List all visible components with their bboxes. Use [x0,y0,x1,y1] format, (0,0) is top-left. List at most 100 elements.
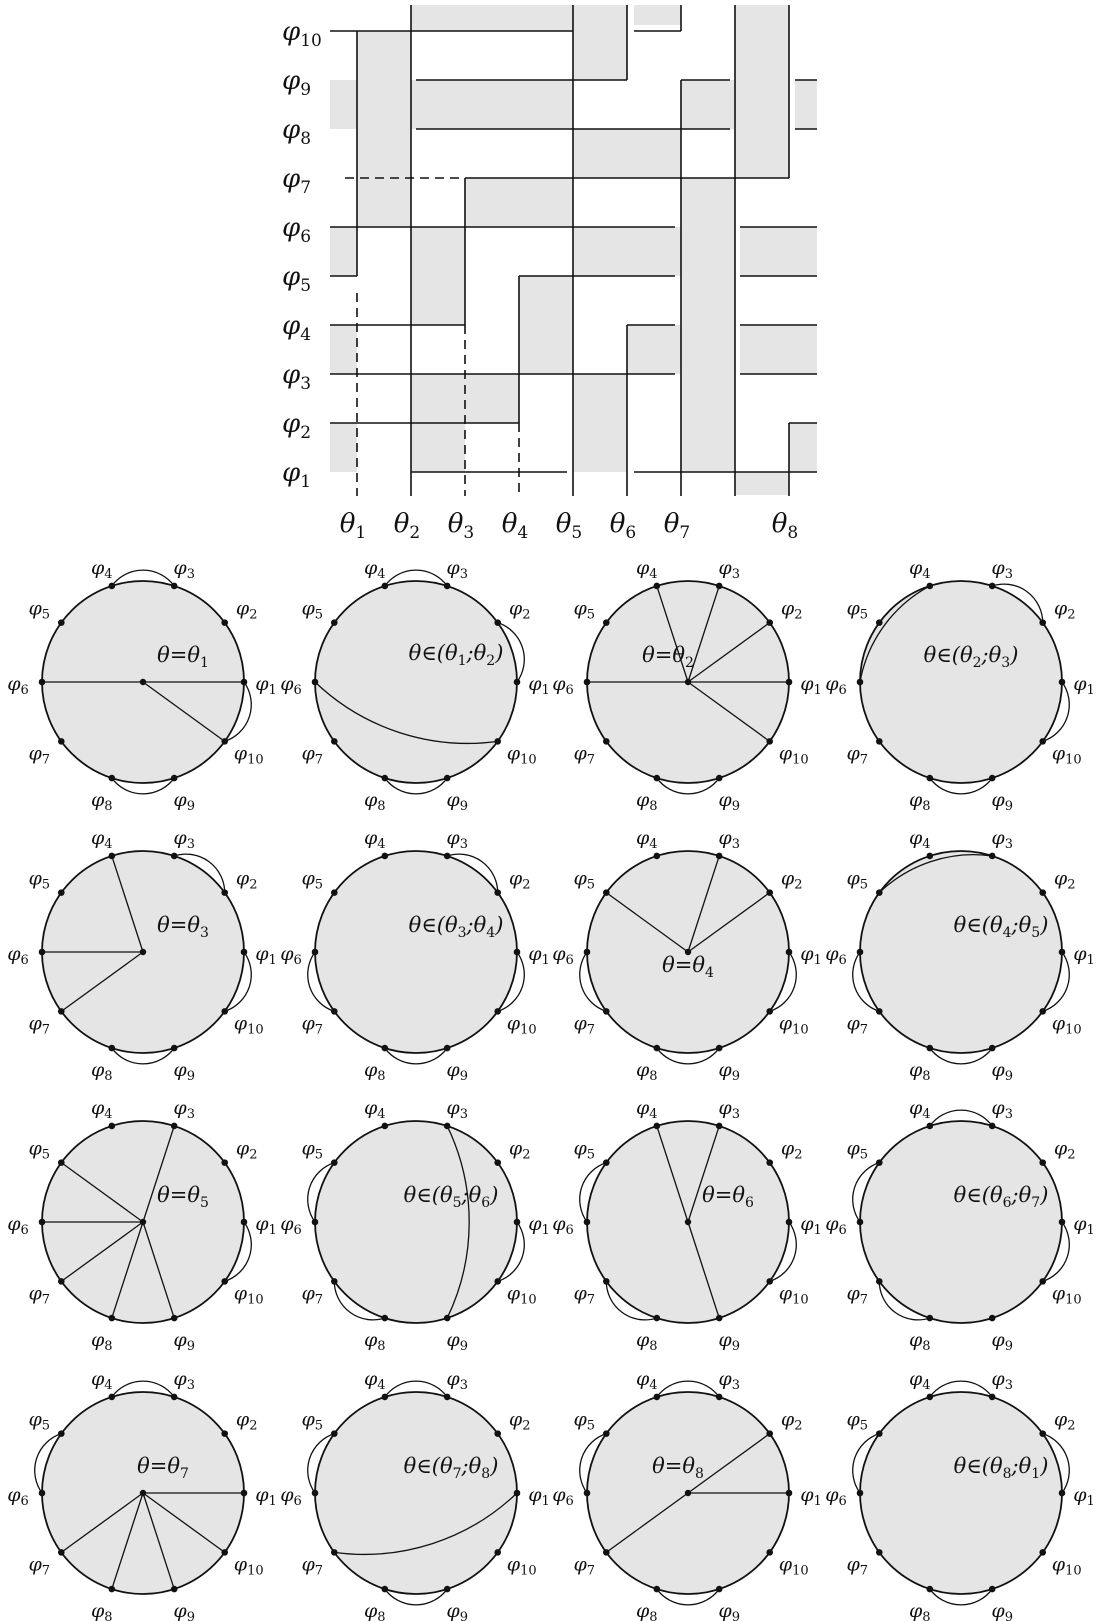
point-label: φ7​ [28,742,50,767]
boundary-point [766,619,774,626]
boundary-point [602,889,610,896]
boundary-point [715,1122,723,1130]
boundary-point [108,1122,116,1130]
grid-region [573,227,681,276]
point-label: φ8​ [91,789,113,814]
boundary-point [602,1278,610,1285]
boundary-point [170,1314,178,1322]
circle-title: θ∈(θ4​;θ5​) [954,913,1049,941]
center-point [684,948,692,956]
adjacent-arc [333,1281,385,1321]
grid-region [740,325,817,374]
boundary-point [221,738,229,745]
boundary-point [988,774,996,782]
boundary-point [221,1549,229,1556]
circle-diagram: φ1​φ2​φ3​φ4​φ5​φ6​φ7​φ8​φ9​φ10​θ∈(θ8​;θ1… [825,1368,1095,1621]
boundary-point [988,1314,996,1322]
boundary-point [57,1278,65,1285]
adjacent-arc [656,1588,720,1606]
adjacent-arc [497,1221,525,1282]
circle-title: θ∈(θ6​;θ7​) [954,1183,1049,1211]
boundary-point [330,1159,338,1166]
grid-region [330,325,357,374]
point-label: φ6​ [7,943,29,968]
circle-boundary [314,1391,518,1595]
point-label: φ1​ [800,1484,822,1509]
circle-diagram: φ1​φ2​φ3​φ4​φ5​φ6​φ7​φ8​φ9​φ10​θ=θ2​ [552,557,822,814]
point-label: φ1​ [528,673,550,698]
point-label: φ7​ [846,1012,868,1037]
chord-arc [446,1125,470,1319]
phi-axis-label: φ8​ [282,115,311,149]
point-label: φ9​ [991,1059,1013,1084]
boundary-point [715,1314,723,1322]
circle-diagram: φ1​φ2​φ3​φ4​φ5​φ6​φ7​φ8​φ9​φ10​θ∈(θ3​;θ4… [280,827,550,1084]
adjacent-arc [656,777,720,795]
point-label: φ4​ [909,1097,931,1122]
point-label: φ7​ [573,742,595,767]
point-label: φ6​ [280,1213,302,1238]
point-label: φ2​ [781,598,803,623]
circle-title: θ=θ8​ [652,1454,704,1482]
boundary-point [1039,1430,1047,1437]
adjacent-arc [111,777,175,795]
center-point [139,1489,147,1497]
point-label: φ10​ [1052,1553,1082,1578]
adjacent-arc [1042,951,1070,1012]
point-label: φ8​ [364,1329,386,1354]
point-label: φ5​ [301,598,323,623]
point-label: φ5​ [573,598,595,623]
point-label: φ1​ [528,1213,550,1238]
point-label: φ10​ [234,1012,264,1037]
boundary-point [330,1008,338,1015]
grid-region [411,227,465,325]
boundary-point [988,852,996,860]
point-label: φ3​ [173,1368,195,1393]
adjacent-arc [384,1588,448,1606]
point-label: φ2​ [1054,598,1076,623]
boundary-point [653,1314,661,1322]
boundary-point [494,1430,502,1437]
boundary-point [330,889,338,896]
point-label: φ5​ [846,598,868,623]
circle-boundary [314,580,518,784]
point-label: φ10​ [507,1282,537,1307]
grid-region [681,80,735,129]
point-label: φ9​ [718,1059,740,1084]
point-label: φ3​ [446,827,468,852]
boundary-point [381,774,389,782]
point-label: φ8​ [91,1600,113,1621]
point-label: φ9​ [718,789,740,814]
point-label: φ5​ [28,598,50,623]
boundary-point [715,1044,723,1052]
adjacent-arc [852,1433,880,1494]
circle-title: θ=θ2​ [642,643,694,671]
point-label: φ7​ [28,1553,50,1578]
point-label: φ8​ [91,1059,113,1084]
adjacent-arc [605,1281,657,1321]
boundary-point [38,1218,46,1226]
grid-region [411,80,573,129]
boundary-point [221,889,229,896]
boundary-point [57,889,65,896]
adjacent-arc [656,1047,720,1065]
point-label: φ9​ [718,1329,740,1354]
point-label: φ4​ [909,827,931,852]
theta-axis-label: θ8​ [772,509,798,543]
point-label: φ9​ [446,1600,468,1621]
adjacent-arc [384,777,448,795]
circle-diagram: φ1​φ2​φ3​φ4​φ5​φ6​φ7​φ8​φ9​φ10​θ∈(θ6​;θ7… [825,1097,1095,1354]
point-label: φ5​ [28,1138,50,1163]
boundary-point [602,1008,610,1015]
point-label: φ1​ [800,1213,822,1238]
point-label: φ7​ [846,1553,868,1578]
boundary-point [653,1044,661,1052]
center-point [684,678,692,686]
boundary-point [653,852,661,860]
point-label: φ5​ [301,1138,323,1163]
boundary-point [875,1549,883,1556]
adjacent-arc [384,569,448,587]
star-edge [687,1433,771,1494]
boundary-point [443,1044,451,1052]
boundary-point [875,1278,883,1285]
